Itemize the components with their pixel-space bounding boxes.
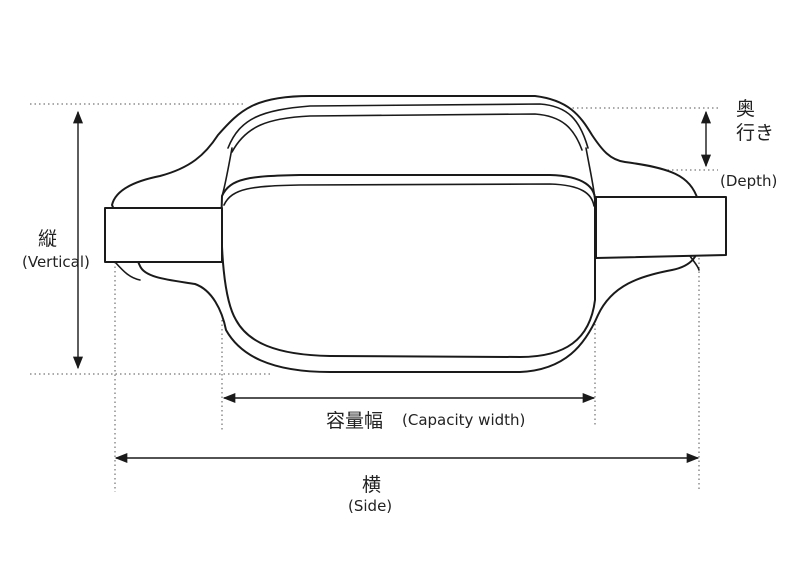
side-label-en: (Side) <box>348 497 393 515</box>
compartment-side-seam-right <box>585 147 596 201</box>
capacity-width-label-jp: 容量幅 <box>326 410 384 432</box>
strap-end-curve-left <box>114 261 141 281</box>
compartment-seam <box>223 183 595 207</box>
belt-strap-left <box>104 207 223 263</box>
capacity-width-label-en: (Capacity width) <box>402 411 526 429</box>
depth-label-jp-line1: 奥 <box>736 98 756 120</box>
zipper-layer-inner <box>231 113 583 153</box>
vertical-label-en: (Vertical) <box>22 253 90 271</box>
depth-label-en: (Depth) <box>720 172 778 190</box>
belt-strap-right <box>595 196 727 259</box>
side-label-jp: 横 <box>362 474 382 496</box>
compartment-side-seam-left <box>221 147 233 197</box>
main-compartment <box>220 174 596 358</box>
strap-end-curve-right <box>689 255 700 271</box>
depth-label-jp-line2: 行き <box>736 122 775 144</box>
zipper-layer-outer <box>227 103 589 149</box>
vertical-label-jp: 縦 <box>38 228 58 250</box>
